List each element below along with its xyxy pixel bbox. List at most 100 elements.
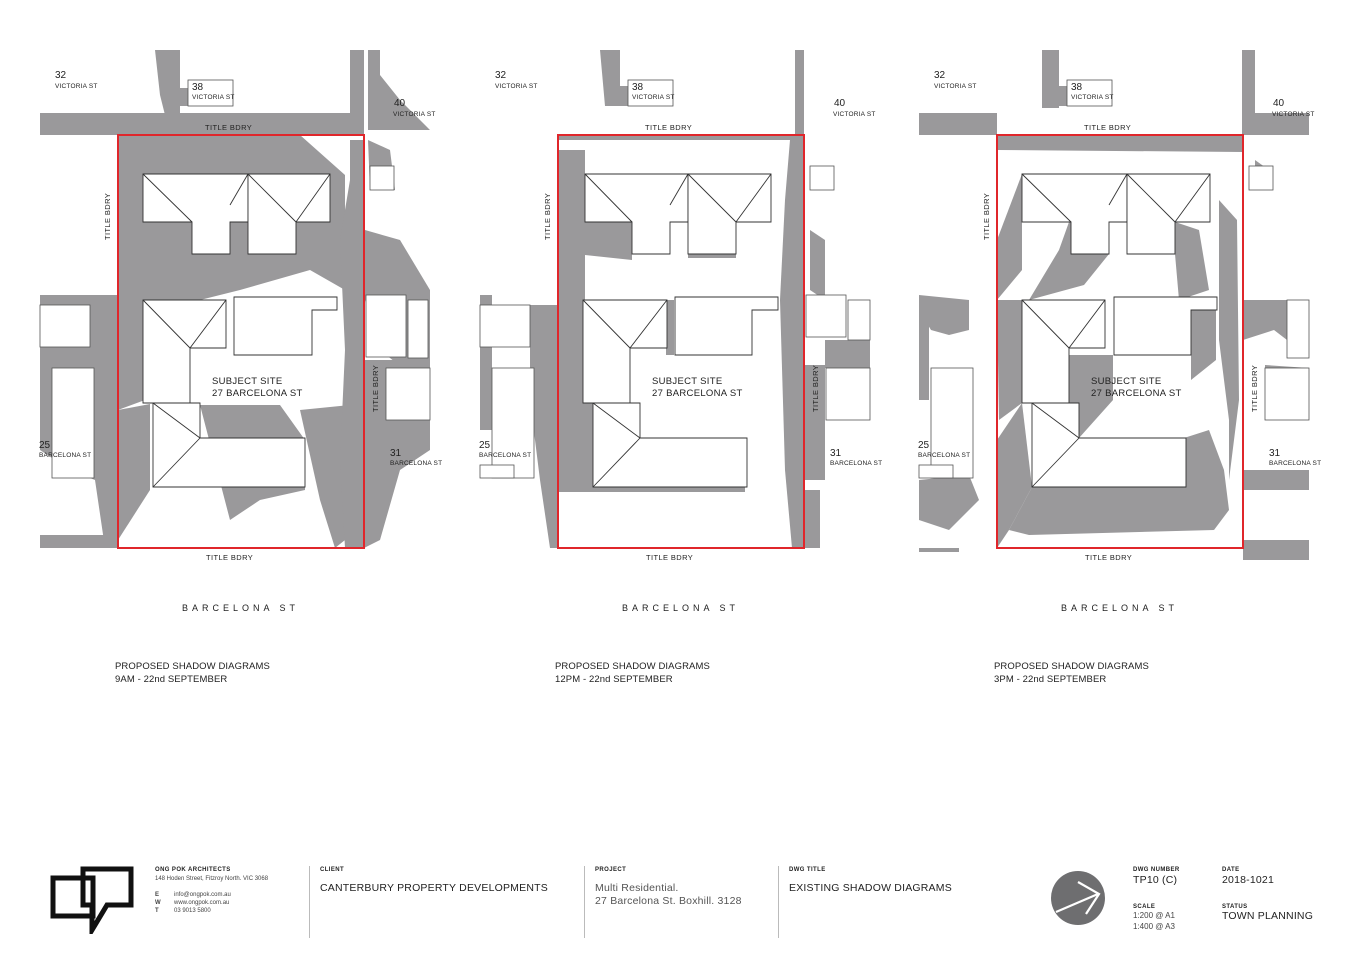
lot-25-street: BARCELONA ST — [39, 452, 92, 459]
title-boundary-west: TITLE BDRY — [103, 192, 112, 240]
lot-32-number: 32 — [495, 70, 507, 81]
title-boundary-east: TITLE BDRY — [811, 364, 820, 412]
contact-phone-label: T — [155, 908, 159, 914]
lot-32-street: VICTORIA ST — [55, 83, 98, 90]
neighbour-outlines — [39, 79, 431, 479]
title-boundary-east: TITLE BDRY — [371, 364, 380, 412]
shadow-diagram-9am: 32 VICTORIA ST 38 VICTORIA ST 40 VICTORI… — [0, 0, 443, 720]
neighbour-outlines — [479, 79, 871, 479]
lot-31-number: 31 — [1269, 448, 1281, 459]
client-name: CANTERBURY PROPERTY DEVELOPMENTS — [320, 882, 548, 894]
shadow-plan-3pm — [918, 50, 1310, 560]
lot-25-number: 25 — [918, 440, 930, 451]
contact-email-label: E — [155, 892, 160, 898]
lot-40-street: VICTORIA ST — [833, 111, 876, 118]
lot-38-street: VICTORIA ST — [1071, 94, 1114, 101]
ongpok-logo-icon — [50, 866, 134, 934]
buildings — [1021, 173, 1218, 488]
title-boundary-north: TITLE BDRY — [1084, 123, 1132, 132]
lot-31-street: BARCELONA ST — [1269, 460, 1322, 467]
caption-time: 9AM - 22nd SEPTEMBER — [115, 674, 228, 685]
contact-web-label: W — [155, 900, 161, 906]
lot-31-street: BARCELONA ST — [390, 460, 443, 467]
site-boundary — [117, 134, 365, 549]
site-boundary — [996, 134, 1244, 549]
buildings — [582, 173, 779, 488]
project-line1: Multi Residential. — [595, 882, 679, 894]
dwg-title: EXISTING SHADOW DIAGRAMS — [789, 882, 952, 894]
divider — [584, 866, 585, 938]
lot-38-number: 38 — [192, 82, 204, 93]
lot-32-number: 32 — [55, 70, 67, 81]
date-value: 2018-1021 — [1222, 874, 1275, 886]
road-name: BARCELONA ST — [622, 603, 740, 613]
title-boundary-north: TITLE BDRY — [205, 123, 253, 132]
shadow-plan-9am — [39, 50, 431, 549]
title-boundary-north: TITLE BDRY — [645, 123, 693, 132]
north-arrow-icon — [1051, 871, 1105, 925]
subject-site-title: SUBJECT SITE — [652, 376, 723, 387]
caption-time: 12PM - 22nd SEPTEMBER — [555, 674, 673, 685]
lot-31-number: 31 — [390, 448, 402, 459]
dwg-number: TP10 (C) — [1133, 874, 1178, 886]
subject-site-address: 27 BARCELONA ST — [212, 388, 303, 399]
lot-38-number: 38 — [1071, 82, 1083, 93]
caption-title: PROPOSED SHADOW DIAGRAMS — [115, 661, 270, 672]
road-name: BARCELONA ST — [1061, 603, 1179, 613]
scale-a1: 1:200 @ A1 — [1133, 911, 1175, 920]
project-line2: 27 Barcelona St. Boxhill. 3128 — [595, 895, 742, 907]
lot-25-street: BARCELONA ST — [918, 452, 971, 459]
site-boundary — [557, 134, 805, 549]
lot-32-street: VICTORIA ST — [934, 83, 977, 90]
lot-38-number: 38 — [632, 82, 644, 93]
scale-a3: 1:400 @ A3 — [1133, 922, 1175, 931]
shadow-plan-12pm — [479, 50, 871, 549]
contact-phone: 03 9013 5800 — [174, 908, 211, 914]
subject-site-address: 27 BARCELONA ST — [652, 388, 743, 399]
lot-31-street: BARCELONA ST — [830, 460, 883, 467]
lot-40-street: VICTORIA ST — [393, 111, 436, 118]
subject-site-title: SUBJECT SITE — [212, 376, 283, 387]
dwg-title-label: DWG TITLE — [789, 867, 826, 873]
status-value: TOWN PLANNING — [1222, 910, 1314, 922]
lot-40-number: 40 — [1273, 98, 1285, 109]
lot-32-street: VICTORIA ST — [495, 83, 538, 90]
contact-web[interactable]: www.ongpok.com.au — [174, 900, 230, 906]
title-boundary-south: TITLE BDRY — [206, 553, 254, 562]
lot-40-street: VICTORIA ST — [1272, 111, 1315, 118]
firm-name: ONG POK ARCHITECTS — [155, 867, 231, 873]
lot-25-number: 25 — [479, 440, 491, 451]
lot-31-number: 31 — [830, 448, 842, 459]
shadow-diagram-3pm: 32 VICTORIA ST 38 VICTORIA ST 40 VICTORI… — [879, 0, 1322, 720]
lot-32-number: 32 — [934, 70, 946, 81]
caption-title: PROPOSED SHADOW DIAGRAMS — [555, 661, 710, 672]
scale-label: SCALE — [1133, 904, 1156, 910]
title-boundary-east: TITLE BDRY — [1250, 364, 1259, 412]
lot-25-number: 25 — [39, 440, 51, 451]
project-label: PROJECT — [595, 867, 627, 873]
contact-email[interactable]: info@ongpok.com.au — [174, 892, 231, 898]
firm-address: 148 Hoden Street, Fitzroy North. VIC 306… — [155, 876, 269, 882]
title-boundary-south: TITLE BDRY — [646, 553, 694, 562]
subject-site-address: 27 BARCELONA ST — [1091, 388, 1182, 399]
dwg-number-label: DWG NUMBER — [1133, 867, 1180, 873]
shadow-areas — [40, 50, 430, 548]
divider — [309, 866, 310, 938]
caption-time: 3PM - 22nd SEPTEMBER — [994, 674, 1107, 685]
title-boundary-west: TITLE BDRY — [543, 192, 552, 240]
subject-site-title: SUBJECT SITE — [1091, 376, 1162, 387]
title-boundary-south: TITLE BDRY — [1085, 553, 1133, 562]
date-label: DATE — [1222, 867, 1240, 873]
neighbour-outlines — [918, 79, 1310, 479]
lot-25-street: BARCELONA ST — [479, 452, 532, 459]
lot-40-number: 40 — [394, 98, 406, 109]
road-name: BARCELONA ST — [182, 603, 300, 613]
title-boundary-west: TITLE BDRY — [982, 192, 991, 240]
shadow-diagram-12pm: 32 VICTORIA ST 38 VICTORIA ST 40 VICTORI… — [440, 0, 883, 720]
buildings — [142, 173, 338, 488]
shadow-areas — [919, 50, 1309, 560]
lot-40-number: 40 — [834, 98, 846, 109]
lot-38-street: VICTORIA ST — [632, 94, 675, 101]
status-label: STATUS — [1222, 904, 1248, 910]
caption-title: PROPOSED SHADOW DIAGRAMS — [994, 661, 1149, 672]
